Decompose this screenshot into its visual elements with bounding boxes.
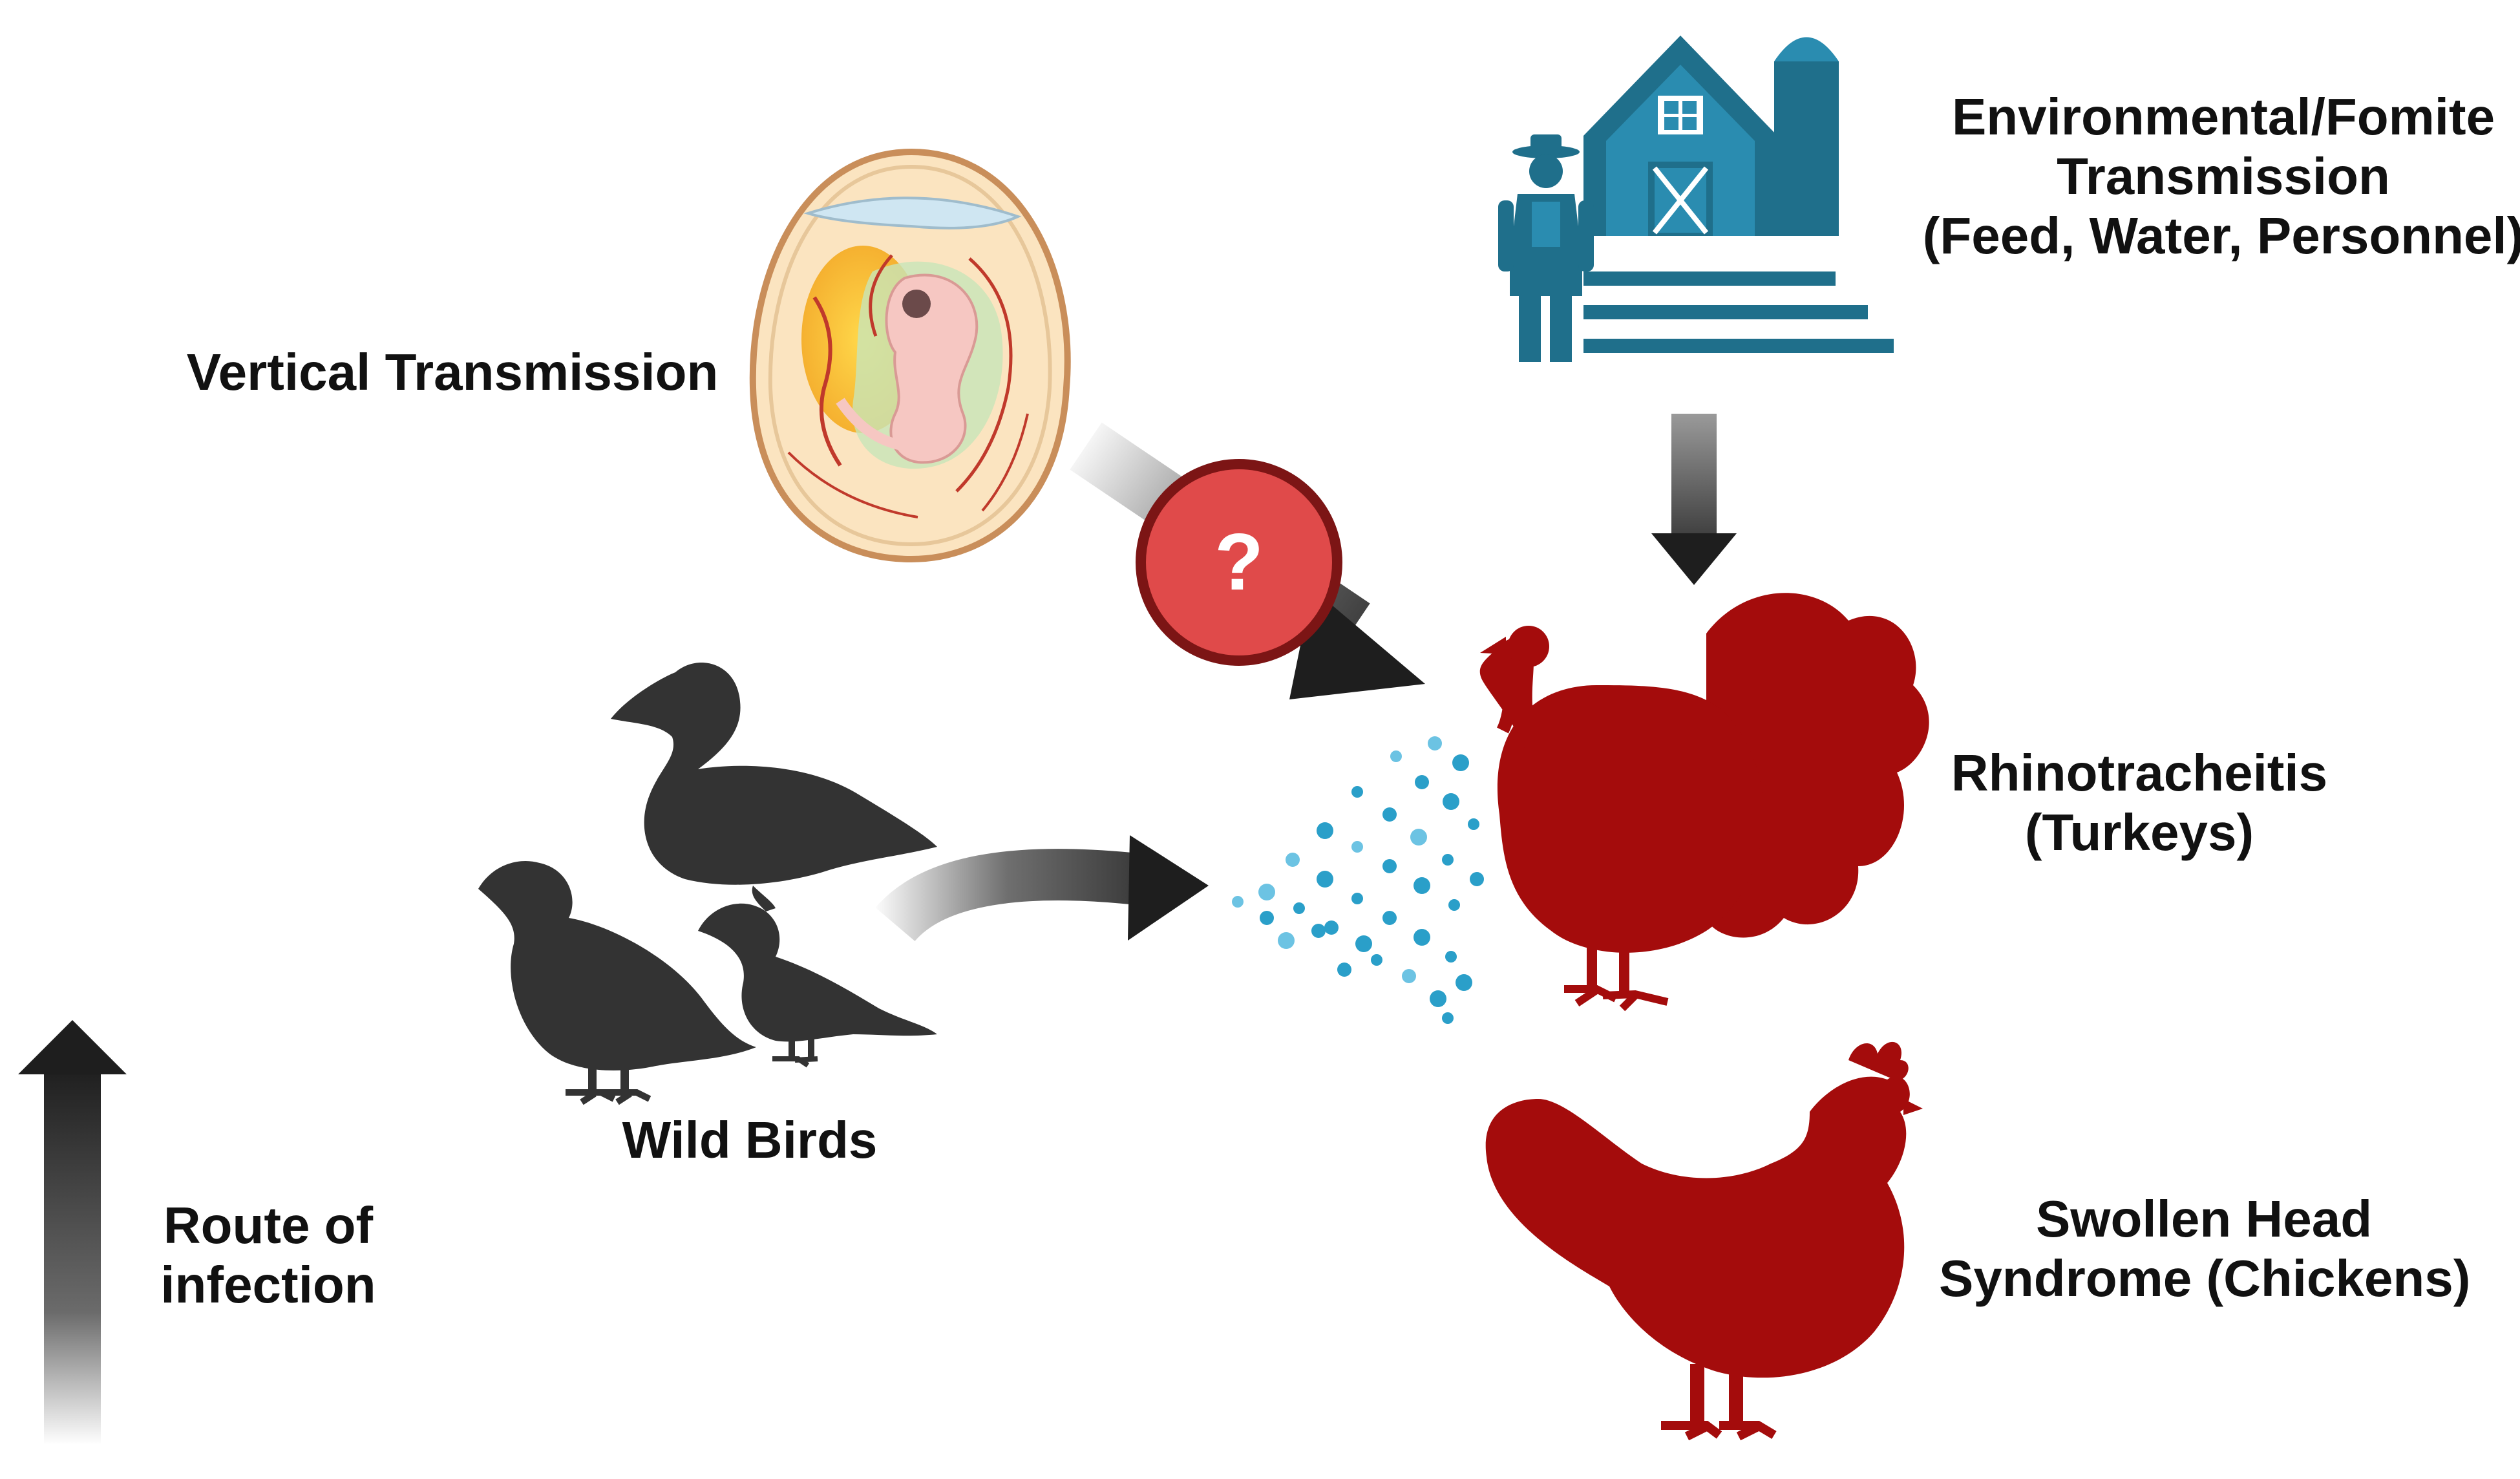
environmental-line-3: (Feed, Water, Personnel) xyxy=(1922,207,2520,264)
droplet xyxy=(1258,884,1275,900)
droplet xyxy=(1311,924,1326,938)
swollen-head-syndrome-label: Swollen Head Syndrome (Chickens) xyxy=(1939,1189,2471,1308)
droplet xyxy=(1351,786,1363,798)
rhinotracheitis-label: Rhinotracheitis (Turkeys) xyxy=(1926,743,2353,862)
droplet xyxy=(1442,1012,1454,1024)
environmental-line-2: Transmission xyxy=(2057,147,2390,205)
embryo-egg-icon xyxy=(749,148,1071,563)
droplet xyxy=(1382,911,1397,925)
droplet xyxy=(1410,829,1427,846)
droplet xyxy=(1293,902,1305,914)
droplet xyxy=(1402,969,1416,983)
droplet xyxy=(1470,872,1484,886)
aerosol-droplets-icon xyxy=(1232,736,1484,1024)
droplet xyxy=(1317,871,1333,888)
wild-birds-arrow xyxy=(875,835,1209,942)
quail-icon xyxy=(478,860,756,1105)
droplet xyxy=(1468,818,1479,830)
question-badge xyxy=(1136,459,1342,666)
chicken-icon xyxy=(1485,1041,1923,1441)
farm-barn-icon xyxy=(1583,36,1894,353)
droplet xyxy=(1371,954,1382,966)
route-of-infection-arrow xyxy=(18,1020,127,1445)
route-line-2: infection xyxy=(160,1256,376,1314)
rhinotracheitis-line-2: (Turkeys) xyxy=(2024,803,2254,861)
droplet xyxy=(1278,932,1295,949)
droplet xyxy=(1382,859,1397,873)
turkey-icon xyxy=(1479,593,1929,1012)
question-mark: ? xyxy=(1214,518,1264,607)
droplet xyxy=(1452,754,1469,771)
route-of-infection-label: Route of infection xyxy=(139,1196,397,1315)
droplet xyxy=(1443,793,1459,810)
sparrow-icon xyxy=(698,886,937,1068)
droplet xyxy=(1414,929,1430,946)
wild-birds-label: Wild Birds xyxy=(622,1111,878,1169)
droplet xyxy=(1355,935,1372,952)
farmer-icon xyxy=(1498,134,1594,362)
droplet xyxy=(1337,963,1351,977)
environmental-transmission-label: Environmental/Fomite Transmission (Feed,… xyxy=(1913,87,2520,266)
duck-icon xyxy=(611,663,937,885)
droplet xyxy=(1430,990,1446,1007)
droplet xyxy=(1351,893,1363,904)
route-line-1: Route of xyxy=(163,1197,374,1254)
droplet xyxy=(1286,853,1300,867)
droplet xyxy=(1442,854,1454,866)
environmental-line-1: Environmental/Fomite xyxy=(1951,88,2495,145)
droplet xyxy=(1456,974,1472,991)
swollen-head-line-1: Swollen Head xyxy=(2035,1190,2373,1248)
droplet xyxy=(1351,841,1363,853)
droplet xyxy=(1382,807,1397,822)
droplet xyxy=(1317,822,1333,839)
vertical-transmission-label: Vertical Transmission xyxy=(186,343,719,401)
droplet xyxy=(1448,899,1460,911)
droplet xyxy=(1390,750,1402,762)
droplet xyxy=(1445,951,1457,963)
droplet xyxy=(1260,911,1274,925)
droplet xyxy=(1324,920,1339,935)
droplet xyxy=(1415,775,1429,789)
droplet xyxy=(1414,877,1430,894)
environmental-transmission-arrow xyxy=(1651,414,1737,585)
rhinotracheitis-line-1: Rhinotracheitis xyxy=(1951,744,2328,802)
droplet xyxy=(1232,896,1244,908)
droplet xyxy=(1428,736,1442,750)
swollen-head-line-2: Syndrome (Chickens) xyxy=(1939,1250,2471,1307)
